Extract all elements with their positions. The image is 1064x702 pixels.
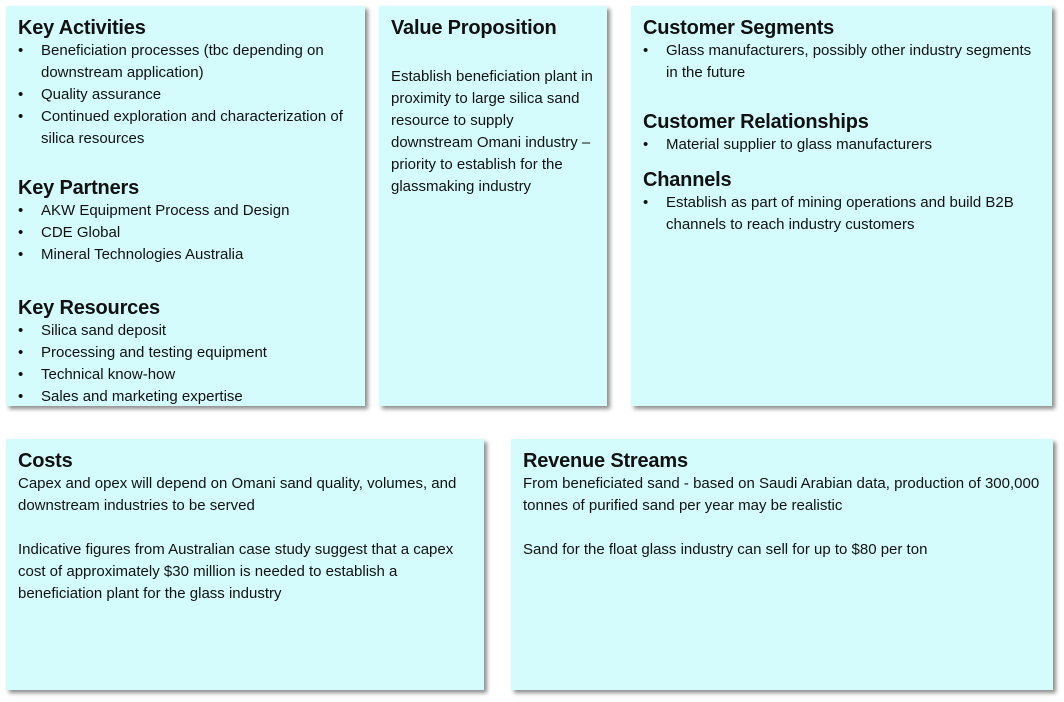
key-resources-title: Key Resources — [18, 297, 160, 319]
list-item-text: Establish as part of mining operations a… — [666, 194, 1014, 233]
bullet-icon: • — [18, 246, 24, 263]
bullet-icon: • — [643, 42, 649, 59]
list-item: • Silica sand deposit — [18, 320, 353, 342]
customer-box: Customer Segments • Glass manufacturers, … — [631, 6, 1052, 406]
list-item: • AKW Equipment Process and Design — [18, 200, 353, 222]
list-item-text: Beneficiation processes (tbc depending o… — [41, 42, 324, 81]
bullet-icon: • — [18, 42, 24, 59]
key-activities-list: • Beneficiation processes (tbc depending … — [18, 40, 353, 150]
key-resources-section: Key Resources • Silica sand deposit • Proce… — [18, 296, 353, 406]
list-item: • Establish as part of mining operations … — [643, 192, 1040, 236]
revenue-streams-title: Revenue Streams — [523, 450, 688, 472]
bullet-icon: • — [18, 108, 24, 125]
bullet-icon: • — [18, 388, 24, 405]
customer-segments-list: • Glass manufacturers, possibly other ind… — [643, 40, 1040, 84]
costs-box: Costs Capex and opex will depend on Oman… — [6, 439, 484, 690]
list-item-text: Quality assurance — [41, 86, 162, 103]
value-proposition-title: Value Proposition — [391, 17, 557, 39]
costs-paragraph: Indicative figures from Australian case … — [18, 541, 454, 602]
key-partners-list: • AKW Equipment Process and Design • CDE Gl… — [18, 200, 353, 266]
list-item: • Material supplier to glass manufacturer… — [643, 134, 1040, 156]
costs-paragraph: Capex and opex will depend on Omani sand… — [18, 475, 457, 514]
customer-segments-section: Customer Segments • Glass manufacturers, … — [643, 16, 1040, 84]
list-item: • Quality assurance — [18, 84, 353, 106]
bullet-icon: • — [18, 322, 24, 339]
list-item: • Continued exploration and characterizat… — [18, 106, 353, 150]
value-proposition-text: Establish beneficiation plant in proximi… — [391, 68, 593, 195]
key-activities-section: Key Activities • Beneficiation processes … — [18, 16, 353, 150]
revenue-paragraph: From beneficiated sand - based on Saudi … — [523, 475, 1040, 514]
customer-relationships-list: • Material supplier to glass manufacturer… — [643, 134, 1040, 156]
list-item: • CDE Global — [18, 222, 353, 244]
customer-relationships-section: Customer Relationships • Material supplie… — [643, 110, 1040, 156]
bullet-icon: • — [18, 202, 24, 219]
list-item-text: Processing and testing equipment — [41, 344, 267, 361]
value-proposition-box: Value Proposition Establish beneficiatio… — [379, 6, 607, 406]
revenue-streams-box: Revenue Streams From beneficiated sand -… — [511, 439, 1053, 690]
channels-list: • Establish as part of mining operations … — [643, 192, 1040, 236]
list-item-text: CDE Global — [41, 224, 121, 241]
key-partners-section: Key Partners • AKW Equipment Process and … — [18, 176, 353, 266]
channels-section: Channels • Establish as part of mining op… — [643, 168, 1040, 236]
bullet-icon: • — [18, 366, 24, 383]
key-activities-title: Key Activities — [18, 17, 146, 39]
list-item-text: Sales and marketing expertise — [41, 388, 243, 405]
list-item-text: Continued exploration and characterizati… — [41, 108, 343, 147]
revenue-paragraph: Sand for the float glass industry can se… — [523, 541, 928, 558]
list-item-text: Glass manufacturers, possibly other indu… — [666, 42, 1032, 81]
list-item-text: Material supplier to glass manufacturers — [666, 136, 932, 153]
customer-relationships-title: Customer Relationships — [643, 111, 869, 133]
list-item: • Glass manufacturers, possibly other ind… — [643, 40, 1040, 84]
key-activities-partners-resources-box: Key Activities • Beneficiation processes … — [6, 6, 365, 406]
bullet-icon: • — [18, 344, 24, 361]
bullet-icon: • — [643, 136, 649, 153]
key-partners-title: Key Partners — [18, 177, 139, 199]
list-item-text: Mineral Technologies Australia — [41, 246, 244, 263]
bullet-icon: • — [18, 86, 24, 103]
list-item: • Mineral Technologies Australia — [18, 244, 353, 266]
bullet-icon: • — [643, 194, 649, 211]
list-item-text: Silica sand deposit — [41, 322, 167, 339]
list-item: • Technical know-how — [18, 364, 353, 386]
list-item: • Sales and marketing expertise — [18, 386, 353, 406]
list-item: • Processing and testing equipment — [18, 342, 353, 364]
list-item-text: AKW Equipment Process and Design — [41, 202, 290, 219]
costs-title: Costs — [18, 450, 73, 472]
customer-segments-title: Customer Segments — [643, 17, 835, 39]
key-resources-list: • Silica sand deposit • Processing and test… — [18, 320, 353, 406]
list-item: • Beneficiation processes (tbc depending … — [18, 40, 353, 84]
list-item-text: Technical know-how — [41, 366, 176, 383]
channels-title: Channels — [643, 169, 732, 191]
bullet-icon: • — [18, 224, 24, 241]
